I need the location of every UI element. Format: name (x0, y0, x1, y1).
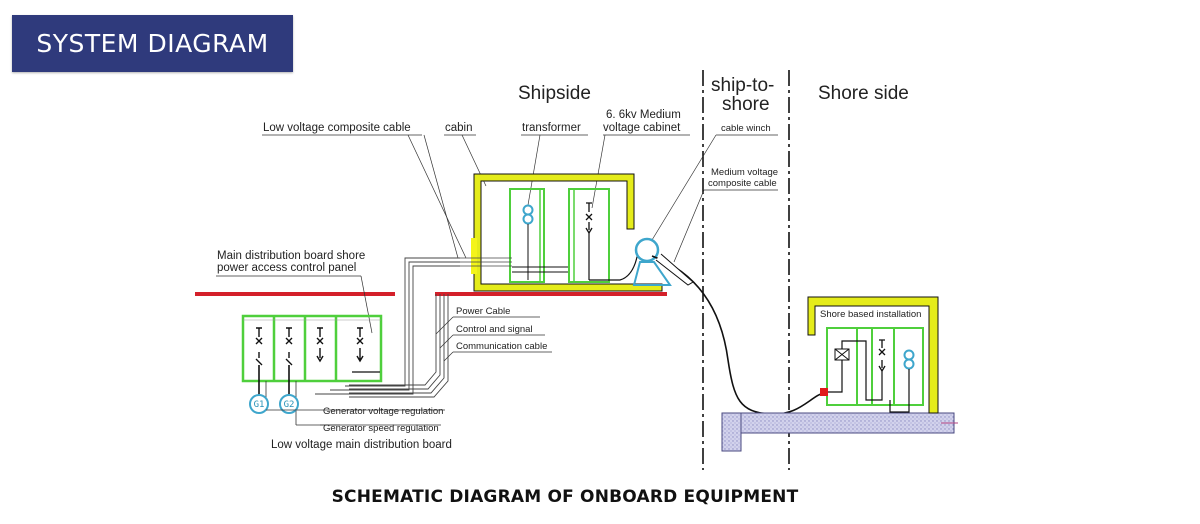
label-mv-cabinet-line2: voltage cabinet (603, 122, 681, 134)
shipside-heading: Shipside (518, 83, 591, 104)
mv-composite-cable (651, 255, 827, 415)
generator-g1: G1 (249, 394, 269, 414)
label-power-cable: Power Cable (456, 306, 510, 317)
shore-connector-icon (820, 388, 828, 396)
label-transformer: transformer (522, 122, 581, 134)
badge-title: SYSTEM DIAGRAM (36, 29, 269, 58)
mv-breaker-icon (585, 202, 593, 235)
shore-breaker-icon (878, 339, 886, 373)
label-communication-cable: Communication cable (456, 341, 547, 352)
ship-to-shore-heading-line1: ship-to- (711, 75, 774, 96)
label-mv-cabinet-line1: 6. 6kv Medium (606, 109, 681, 121)
g1-label: G1 (254, 400, 265, 410)
label-shore-based-installation: Shore based installation (820, 309, 921, 320)
g2-label: G2 (284, 400, 295, 410)
label-generator-voltage-regulation: Generator voltage regulation (323, 406, 443, 417)
label-cabin: cabin (445, 122, 473, 134)
system-diagram-badge: SYSTEM DIAGRAM (12, 15, 293, 72)
shore-side-heading: Shore side (818, 83, 909, 104)
label-control-and-signal: Control and signal (456, 324, 533, 335)
shore-panels (826, 327, 924, 406)
shore-switch-icon (834, 348, 850, 361)
label-lv-main-distribution-board: Low voltage main distribution board (271, 439, 452, 451)
mv-cabinet-panel (568, 188, 610, 283)
label-mv-composite-cable-line2: composite cable (708, 178, 777, 189)
main-distribution-board (241, 314, 383, 383)
shore-installation-enclosure (807, 296, 939, 414)
label-mv-composite-cable-line1: Medium voltage (711, 167, 778, 178)
diagram-caption: SCHEMATIC DIAGRAM OF ONBOARD EQUIPMENT (331, 487, 799, 507)
quay-platform (721, 412, 958, 452)
cabin-enclosure (473, 173, 663, 292)
label-low-voltage-composite-cable: Low voltage composite cable (263, 122, 411, 134)
transformer-icon (522, 204, 534, 225)
label-mdb-line1: Main distribution board shore (217, 250, 365, 262)
label-cable-winch: cable winch (721, 123, 771, 134)
mdb-breaker-icons (255, 327, 364, 366)
label-generator-speed-regulation: Generator speed regulation (323, 423, 439, 434)
ship-to-shore-heading-line2: shore (722, 94, 770, 115)
transformer-panel (509, 188, 545, 283)
shore-transformer-icon (903, 349, 915, 370)
generator-g2: G2 (279, 394, 299, 414)
label-mdb-line2: power access control panel (217, 262, 356, 274)
